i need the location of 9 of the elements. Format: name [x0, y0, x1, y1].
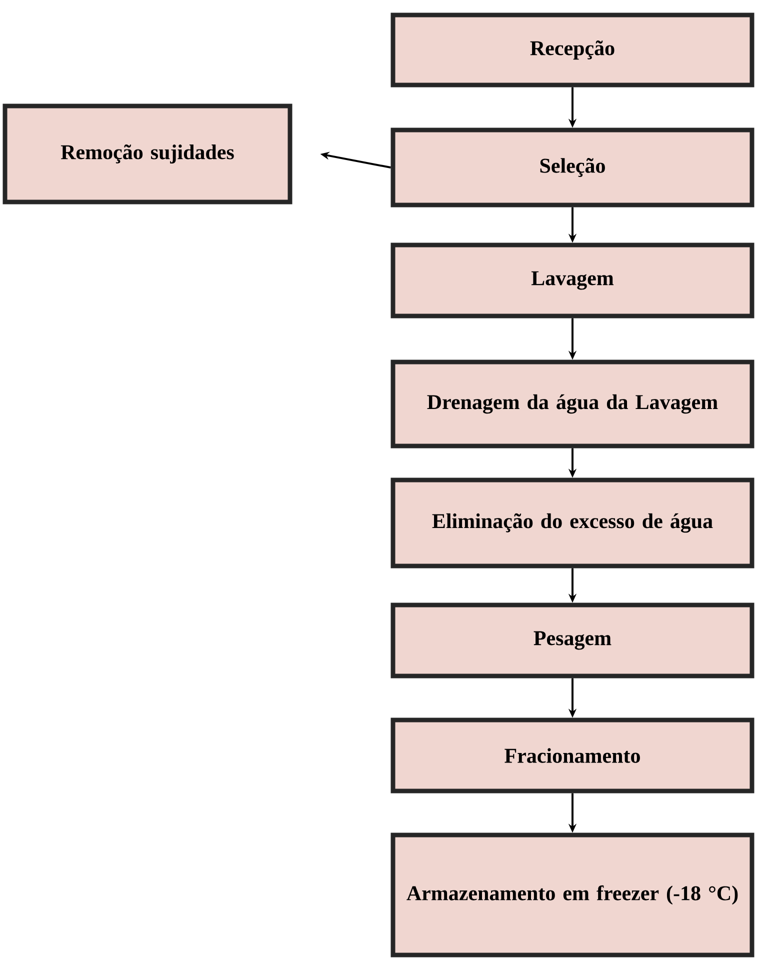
- process-box: Eliminação do excesso de água: [390, 478, 754, 568]
- process-box: Recepção: [390, 12, 754, 88]
- process-box: Lavagem: [390, 242, 754, 318]
- process-box: Fracionamento: [390, 718, 754, 794]
- process-box: Remoção sujidades: [2, 104, 292, 204]
- process-box: Drenagem da água da Lavagem: [390, 360, 754, 448]
- process-box: Armazenamento em freezer (-18 °C): [390, 832, 754, 958]
- process-box: Seleção: [390, 128, 754, 208]
- process-box: Pesagem: [390, 602, 754, 678]
